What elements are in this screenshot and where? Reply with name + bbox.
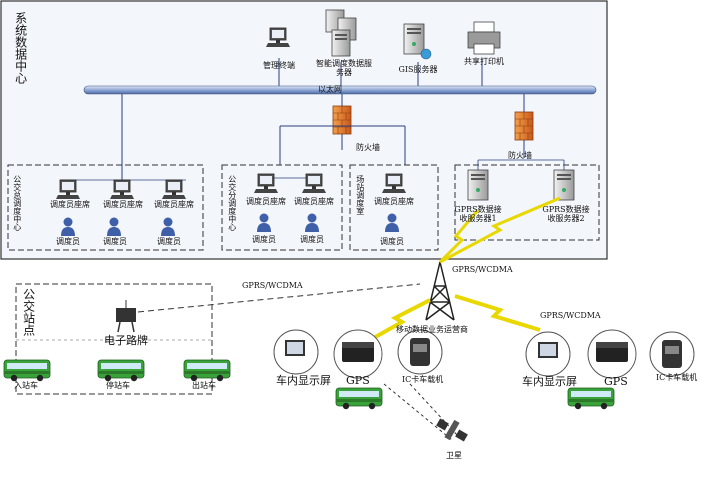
e-sign-icon — [116, 300, 136, 333]
gprs-server1-label: GPRS数据接收服务器1 — [454, 205, 502, 223]
general-seat-2: 调度员座席 — [103, 200, 143, 209]
gprs-right-label: GPRS/WCDMA — [540, 311, 601, 320]
link-tower-right-vehicle — [454, 294, 541, 332]
gprs-server2-label: GPRS数据接收服务器2 — [542, 205, 590, 223]
general-seat-1: 调度员座席 — [50, 200, 90, 209]
general-operator-3: 调度员 — [157, 237, 181, 246]
branch-center-title: 公交分调度中心 — [227, 175, 237, 231]
tower-icon — [425, 261, 455, 321]
link-tower-server1 — [438, 209, 480, 264]
general-operator-2: 调度员 — [103, 237, 127, 246]
branch-center-box — [221, 164, 343, 251]
branch-operator-1: 调度员 — [252, 235, 276, 244]
datacenter-box — [0, 0, 608, 260]
general-operator-1: 调度员 — [56, 237, 80, 246]
network-label: 以太网 — [318, 85, 342, 94]
link-tower-left-vehicle — [369, 298, 431, 342]
e-sign-label: 电子路牌 — [104, 334, 148, 347]
gis-server-label: GIS服务器 — [398, 65, 438, 74]
gis-server-icon — [403, 23, 432, 60]
printer-label: 共享打印机 — [464, 57, 504, 66]
left-gps-label: GPS — [346, 374, 370, 387]
bus-in-label: 入站车 — [14, 381, 38, 390]
bus-stop-title: 公交站点 — [21, 288, 36, 336]
right-card-label: IC卡车载机 — [656, 373, 698, 382]
printer-icon — [467, 21, 501, 55]
gprs-server1-icon — [467, 169, 489, 201]
right-screen-label: 车内显示屏 — [522, 375, 577, 388]
left-screen-label: 车内显示屏 — [276, 374, 331, 387]
right-vehicle-bus-icon — [567, 387, 615, 410]
dispatch-server-icon — [325, 9, 357, 57]
firewall-top-icon — [332, 105, 352, 135]
firewall-right-icon — [514, 111, 534, 141]
gprs-left-label: GPRS/WCDMA — [242, 281, 303, 290]
firewall-right-label: 防火墙 — [508, 151, 532, 160]
satellite-icon — [436, 418, 468, 442]
bus-out-label: 出站车 — [192, 381, 216, 390]
operator-label: 移动数据业务运营商 — [396, 325, 468, 334]
link-tower-server2 — [439, 196, 561, 264]
bus-stop-label: 停站车 — [106, 381, 130, 390]
station-seat: 调度员座席 — [374, 197, 414, 206]
bus-in-icon — [3, 359, 51, 382]
dispatch-server-label: 智能调度数据服务器 — [316, 59, 372, 77]
branch-seat-2: 调度员座席 — [294, 197, 334, 206]
general-center-title: 公交总调度中心 — [12, 175, 22, 231]
gprs-center-label: GPRS/WCDMA — [452, 265, 513, 274]
admin-terminal-label: 管理终端 — [263, 61, 295, 70]
gprs-server2-icon — [553, 169, 575, 201]
bus-out-icon — [183, 359, 231, 382]
station-room-box — [349, 164, 439, 251]
general-center-box — [7, 164, 204, 251]
datacenter-title: 系统数据中心 — [13, 12, 28, 84]
station-room-title: 场站调度室 — [355, 175, 365, 215]
admin-terminal-icon — [265, 27, 291, 48]
right-gps-label: GPS — [604, 375, 628, 388]
general-seat-3: 调度员座席 — [154, 200, 194, 209]
gprs-servers-box — [454, 164, 600, 241]
station-operator: 调度员 — [380, 237, 404, 246]
left-card-label: IC卡车载机 — [402, 375, 444, 384]
branch-seat-1: 调度员座席 — [246, 197, 286, 206]
ethernet-backbone — [83, 85, 597, 95]
firewall-top-label: 防火墙 — [356, 143, 380, 152]
left-vehicle-bus-icon — [335, 387, 383, 410]
satellite-label: 卫星 — [446, 451, 462, 460]
branch-operator-2: 调度员 — [300, 235, 324, 244]
bus-stop-icon — [97, 359, 145, 382]
